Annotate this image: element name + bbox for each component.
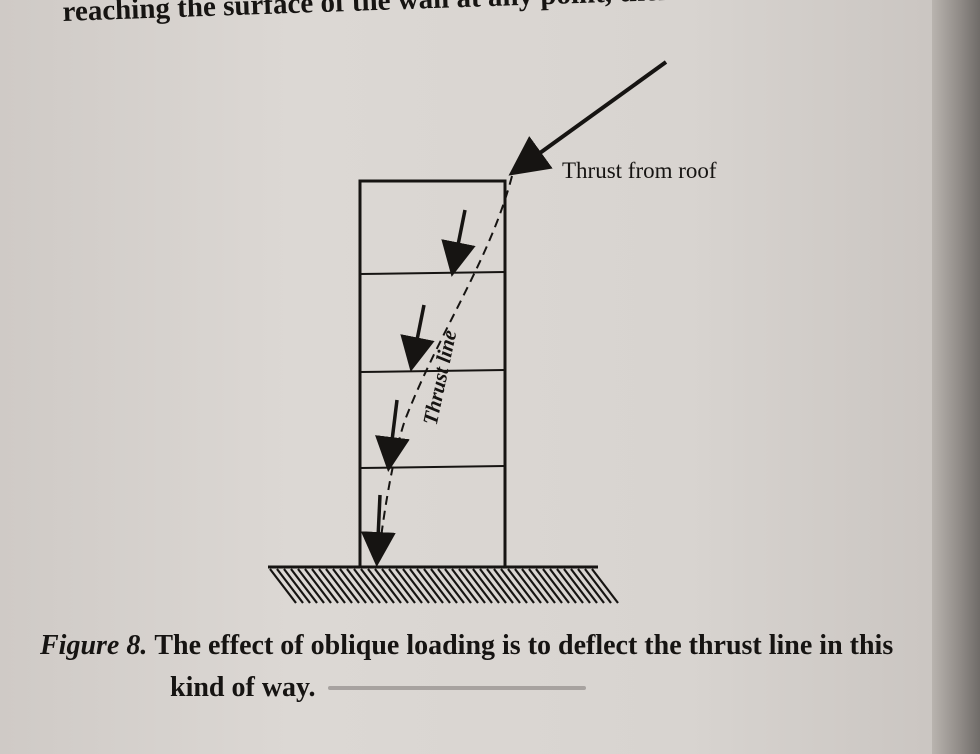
hatch-mark	[325, 568, 353, 604]
hatch-mark	[395, 568, 423, 604]
hatch-mark	[276, 568, 304, 604]
hatch-mark	[346, 568, 374, 604]
hatch-mark	[514, 568, 542, 604]
hatch-mark	[311, 568, 339, 604]
hatch-mark	[472, 568, 500, 604]
hatch-mark	[283, 568, 311, 604]
hatch-mark	[430, 568, 458, 604]
hatch-mark	[353, 568, 381, 604]
hatch-mark	[269, 568, 297, 604]
hatch-mark	[465, 568, 493, 604]
hatch-mark	[423, 568, 451, 604]
hatch-mark	[409, 568, 437, 604]
page-edge-shadow	[932, 0, 980, 754]
hatch-mark	[367, 568, 395, 604]
thrust-arrow-1	[441, 209, 476, 277]
hatch-mark	[381, 568, 409, 604]
roof-thrust-arrow	[508, 60, 668, 176]
label-thrust-from-roof: Thrust from roof	[562, 158, 717, 183]
pencil-underline	[328, 686, 586, 690]
hatch-mark	[458, 568, 486, 604]
hatch-mark	[528, 568, 556, 604]
hatch-mark	[535, 568, 563, 604]
hatch-mark	[570, 568, 598, 604]
hatch-mark	[493, 568, 521, 604]
figure-caption: Figure 8. The effect of oblique loading …	[40, 630, 893, 662]
thrust-line-dashed	[377, 175, 513, 563]
thrust-arrow-4	[360, 494, 396, 567]
hatch-mark	[388, 568, 416, 604]
hatch-mark	[542, 568, 570, 604]
hatch-mark	[318, 568, 346, 604]
hatch-mark	[360, 568, 388, 604]
hatch-mark	[521, 568, 549, 604]
hatch-mark	[290, 568, 318, 604]
hatch-mark	[451, 568, 479, 604]
thrust-arrow-3	[375, 399, 410, 472]
hatch-mark	[486, 568, 514, 604]
hatch-mark	[416, 568, 444, 604]
hatch-mark	[297, 568, 325, 604]
hatch-mark	[556, 568, 584, 604]
caption-line-2: kind of way.	[170, 672, 316, 703]
hatch-mark	[584, 568, 612, 604]
figure-number: Figure 8.	[40, 630, 148, 661]
hatch-mark	[332, 568, 360, 604]
thrust-arrow-2	[400, 304, 435, 372]
wall-course-1	[359, 271, 506, 275]
ground-hatching	[269, 568, 619, 604]
wall-course-3	[359, 465, 506, 469]
hatch-mark	[304, 568, 332, 604]
hatch-mark	[577, 568, 605, 604]
hatch-mark	[507, 568, 535, 604]
hatch-mark	[437, 568, 465, 604]
hatch-mark	[549, 568, 577, 604]
hatch-mark	[339, 568, 367, 604]
hatch-mark	[479, 568, 507, 604]
hatch-mark	[374, 568, 402, 604]
hatch-mark	[402, 568, 430, 604]
hatch-mark	[444, 568, 472, 604]
hatch-mark	[563, 568, 591, 604]
hatch-mark	[591, 568, 619, 604]
caption-line-1: The effect of oblique loading is to defl…	[154, 630, 894, 661]
hatch-mark	[500, 568, 528, 604]
